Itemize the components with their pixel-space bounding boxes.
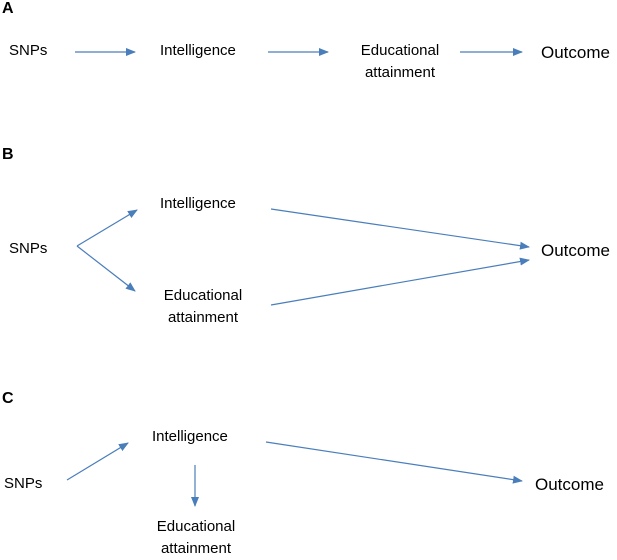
panel-c-outcome-node: Outcome xyxy=(535,475,604,494)
panel-c-label: C xyxy=(2,390,14,407)
panel-b-snps-node: SNPs xyxy=(9,240,48,257)
panel-a-snps-node: SNPs xyxy=(9,42,48,59)
panel-b-arrow-education-to-outcome xyxy=(270,257,530,306)
panel-b-outcome-node: Outcome xyxy=(541,241,610,260)
panel-b-intelligence-node: Intelligence xyxy=(160,195,236,212)
panel-a-intelligence-node: Intelligence xyxy=(160,42,236,59)
panel-b-arrow-snps-to-intelligence xyxy=(76,209,138,247)
panel-a-edu-line1: Educational xyxy=(360,42,440,59)
panel-c-intelligence-node: Intelligence xyxy=(152,428,228,445)
panel-b-edu-line2: attainment xyxy=(167,309,239,326)
panel-c-arrow-intelligence-to-outcome xyxy=(265,441,523,484)
panel-a-label: A xyxy=(2,0,14,17)
panel-a-edu-line2: attainment xyxy=(364,64,436,81)
panel-b-label: B xyxy=(2,146,14,163)
panel-c-arrow-snps-to-intelligence xyxy=(66,442,129,481)
panel-c-snps-node: SNPs xyxy=(4,475,43,492)
panel-b-arrow-intelligence-to-outcome xyxy=(270,208,530,250)
panel-c-edu-line2: attainment xyxy=(160,540,232,557)
panel-a-educational-attainment-node: Educational attainment xyxy=(340,40,460,84)
panel-b-arrow-snps-to-education xyxy=(76,245,136,292)
panel-b-edu-line1: Educational xyxy=(163,287,243,304)
panel-c-edu-line1: Educational xyxy=(156,518,236,535)
panel-a-outcome-node: Outcome xyxy=(541,43,610,62)
panel-c-educational-attainment-node: Educational attainment xyxy=(136,516,256,560)
panel-b-educational-attainment-node: Educational attainment xyxy=(143,285,263,329)
